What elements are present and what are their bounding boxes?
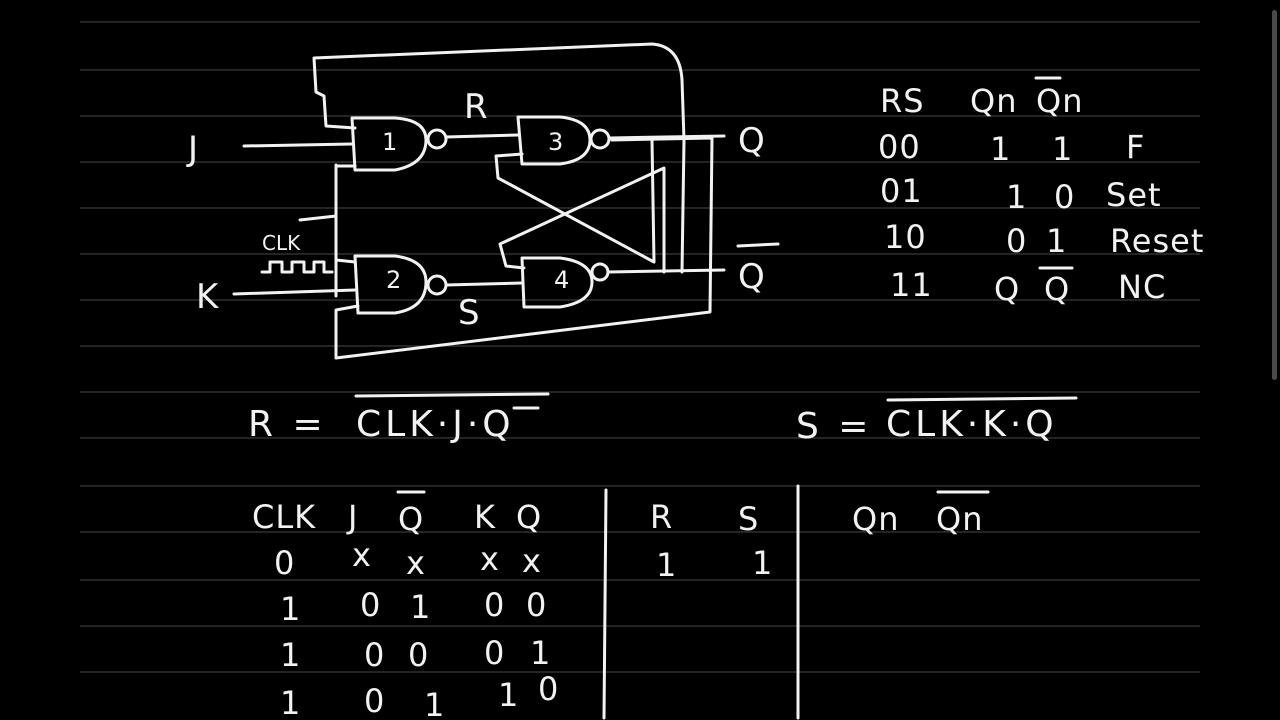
clock-pulse-icon — [260, 260, 334, 274]
row-0-r: 1 — [656, 546, 677, 584]
equation-r-lhs: R = — [248, 404, 327, 445]
vertical-scrollbar[interactable] — [1272, 10, 1277, 380]
rs-row-2-rs: 10 — [884, 218, 927, 256]
equation-r-rhs: CLK·J·Q — [356, 404, 515, 445]
rs-row-0-q: 1 — [990, 130, 1011, 168]
header-r: R — [650, 498, 673, 536]
clock-wire — [298, 163, 357, 298]
rs-row-3-note: NC — [1118, 268, 1166, 306]
header-s: S — [738, 500, 759, 538]
gate-4-bubble — [590, 262, 610, 282]
rs-row-3-qbar: Q — [1044, 270, 1070, 308]
header-qn: Qn — [852, 500, 899, 538]
cross-coupling — [494, 138, 666, 274]
nand-gate-4 — [520, 256, 594, 309]
row-0-s: 1 — [752, 544, 773, 582]
rs-row-2-qbar: 1 — [1046, 222, 1067, 260]
output-qbar-label: Q — [738, 257, 765, 297]
rs-row-1-qbar: 0 — [1054, 178, 1075, 216]
row-1-qbar: 1 — [410, 588, 431, 626]
row-3-j: 0 — [364, 682, 385, 720]
header-j: J — [346, 498, 358, 536]
row-2-j: 0 — [364, 636, 385, 674]
rs-row-2-q: 0 — [1006, 222, 1027, 260]
rs-row-1-rs: 01 — [880, 172, 923, 210]
row-2-q: 1 — [530, 634, 551, 672]
gate-2-label: 2 — [386, 266, 401, 294]
wire-s-label: S — [458, 293, 480, 333]
wire-qbar-output — [607, 268, 726, 274]
wire-j-input — [242, 142, 354, 148]
wire-s — [444, 281, 524, 287]
rs-row-3-q: Q — [994, 270, 1020, 308]
equation-r-overline — [354, 392, 550, 398]
row-1-j: 0 — [360, 586, 381, 624]
qbar-overline — [736, 242, 780, 248]
row-3-clk: 1 — [280, 684, 301, 720]
wire-q-output — [608, 134, 726, 140]
row-0-clk: 0 — [274, 544, 295, 582]
output-q-label: Q — [738, 121, 765, 161]
jk-flipflop-circuit: J K CLK R S 1 2 3 4 Q Q — [186, 42, 780, 360]
equation-s-lhs: S = — [796, 406, 872, 447]
gate-1-bubble — [426, 128, 448, 150]
row-2-k: 0 — [484, 634, 505, 672]
equation-s-overline — [886, 396, 1078, 402]
header-qbar: Q — [398, 500, 424, 538]
row-0-q: x — [522, 542, 542, 580]
rs-row-0-qbar: 1 — [1052, 130, 1073, 168]
gate-4-label: 4 — [554, 266, 569, 294]
row-0-j: x — [352, 536, 372, 574]
row-1-q: 0 — [526, 586, 547, 624]
row-3-qbar: 1 — [424, 686, 445, 720]
gate-3-label: 3 — [548, 128, 563, 156]
rs-row-0-rs: 00 — [878, 128, 921, 166]
rs-header-qn: Qn — [970, 82, 1017, 120]
equation-s-rhs: CLK·K·Q — [886, 404, 1058, 445]
rs-row-3-rs: 11 — [890, 266, 933, 304]
feedback-loop-top — [312, 42, 686, 274]
rs-row-2-note: Reset — [1110, 222, 1204, 260]
table-divider-1 — [602, 488, 608, 720]
input-k-label: K — [196, 277, 220, 317]
gate-1-label: 1 — [382, 128, 397, 156]
header-qn-bar: Qn — [936, 500, 983, 538]
gate-3-bubble — [589, 128, 611, 150]
rs-row-1-q: 1 — [1006, 178, 1027, 216]
row-3-k: 1 — [498, 676, 519, 714]
gate-2-bubble — [426, 274, 448, 296]
rs-table: RS Qn Qn 00 1 1 F 01 1 0 Set 10 0 1 Rese… — [878, 76, 1204, 308]
ruled-lines — [80, 21, 1200, 673]
header-k: K — [474, 498, 496, 536]
row-0-qbar: x — [406, 544, 426, 582]
header-clk: CLK — [252, 498, 316, 536]
clock-label: CLK — [262, 231, 301, 255]
rs-row-0-note: F — [1126, 128, 1145, 166]
rs-row-1-note: Set — [1106, 176, 1162, 214]
feedback-loop-bottom — [334, 136, 714, 360]
input-j-label: J — [186, 129, 198, 169]
rs-header-qn-bar: Qn — [1036, 82, 1083, 120]
row-2-clk: 1 — [280, 636, 301, 674]
wire-r-label: R — [464, 87, 488, 127]
nand-gate-1 — [350, 116, 428, 172]
row-1-clk: 1 — [280, 590, 301, 628]
rs-header-rs: RS — [880, 82, 925, 120]
row-3-q: 0 — [538, 670, 559, 708]
row-1-k: 0 — [484, 586, 505, 624]
row-0-k: x — [480, 540, 500, 578]
wire-r — [444, 133, 520, 139]
row-2-qbar: 0 — [408, 636, 429, 674]
jk-truth-table: CLK J Q K Q R S Qn Qn 0 x x x x 1 1 1 0 … — [252, 484, 990, 720]
equations: R = CLK·J·Q S = CLK·K·Q — [248, 392, 1078, 447]
nand-gate-2 — [353, 254, 428, 315]
header-q: Q — [516, 498, 542, 536]
